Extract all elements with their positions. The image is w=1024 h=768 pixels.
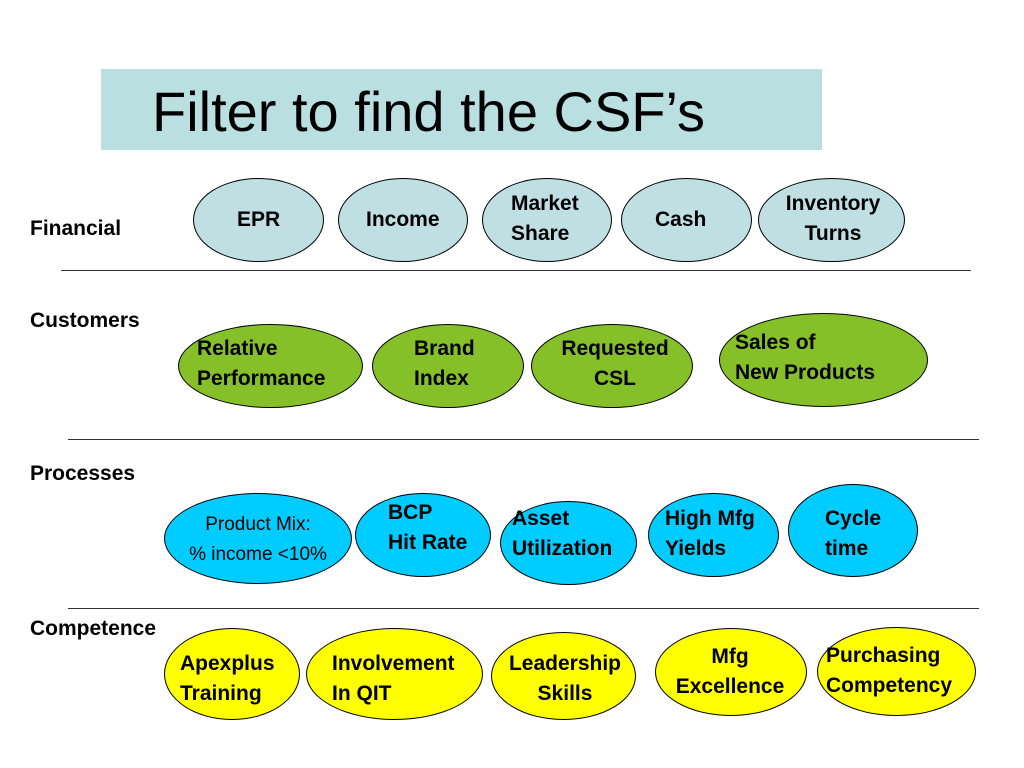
oval-bcp-hit-rate (355, 493, 491, 577)
row-label-processes: Processes (30, 462, 136, 485)
oval-label-inventory-turns: Inventory Turns (785, 192, 881, 245)
oval-epr (193, 178, 324, 262)
oval-apexplus-training (164, 628, 300, 720)
oval-label-purchasing-competency: Purchasing Competency (826, 644, 953, 697)
oval-label-brand-index: Brand Index (414, 337, 475, 390)
oval-cash (621, 178, 752, 262)
oval-label-high-mfg-yields: High Mfg Yields (665, 507, 755, 560)
oval-relative-performance (178, 324, 363, 408)
page-title: Filter to find the CSF’s (152, 80, 705, 143)
oval-label-cycle-time: Cycle time (825, 507, 882, 560)
oval-involvement-qit (306, 628, 483, 720)
oval-label-epr: EPR (237, 208, 281, 231)
oval-leadership-skills (491, 632, 636, 720)
oval-product-mix (164, 493, 352, 584)
oval-sales-new-products (719, 313, 928, 407)
oval-label-bcp-hit-rate: BCP Hit Rate (388, 501, 468, 554)
oval-label-income: Income (366, 208, 440, 231)
divider-financial-customers (61, 270, 971, 271)
oval-label-apexplus-training: Apexplus Training (180, 652, 275, 705)
oval-cycle-time (788, 484, 918, 577)
oval-high-mfg-yields (648, 493, 779, 577)
title-banner (101, 69, 822, 150)
oval-asset-utilization (500, 501, 637, 585)
oval-requested-csl (531, 324, 693, 408)
oval-inventory-turns (758, 178, 905, 262)
oval-label-market-share: Market Share (511, 192, 579, 245)
oval-label-sales-new-products: Sales of New Products (735, 331, 876, 384)
oval-label-product-mix: Product Mix: % income <10% (189, 514, 327, 565)
oval-market-share (482, 178, 612, 262)
oval-mfg-excellence (655, 628, 807, 716)
row-label-financial: Financial (30, 217, 122, 240)
oval-label-mfg-excellence: Mfg Excellence (675, 645, 785, 698)
oval-label-leadership-skills: Leadership Skills (508, 652, 622, 705)
divider-processes-competence (68, 608, 979, 609)
oval-label-relative-performance: Relative Performance (197, 337, 326, 390)
oval-label-requested-csl: Requested CSL (561, 337, 669, 390)
oval-label-cash: Cash (655, 208, 707, 231)
oval-label-asset-utilization: Asset Utilization (512, 507, 613, 560)
row-label-competence: Competence (30, 617, 157, 640)
oval-label-involvement-qit: Involvement In QIT (332, 652, 455, 705)
divider-customers-processes (68, 439, 979, 440)
oval-brand-index (372, 324, 524, 408)
row-label-customers: Customers (30, 309, 140, 332)
oval-purchasing-competency (817, 627, 976, 716)
oval-income (338, 178, 468, 262)
